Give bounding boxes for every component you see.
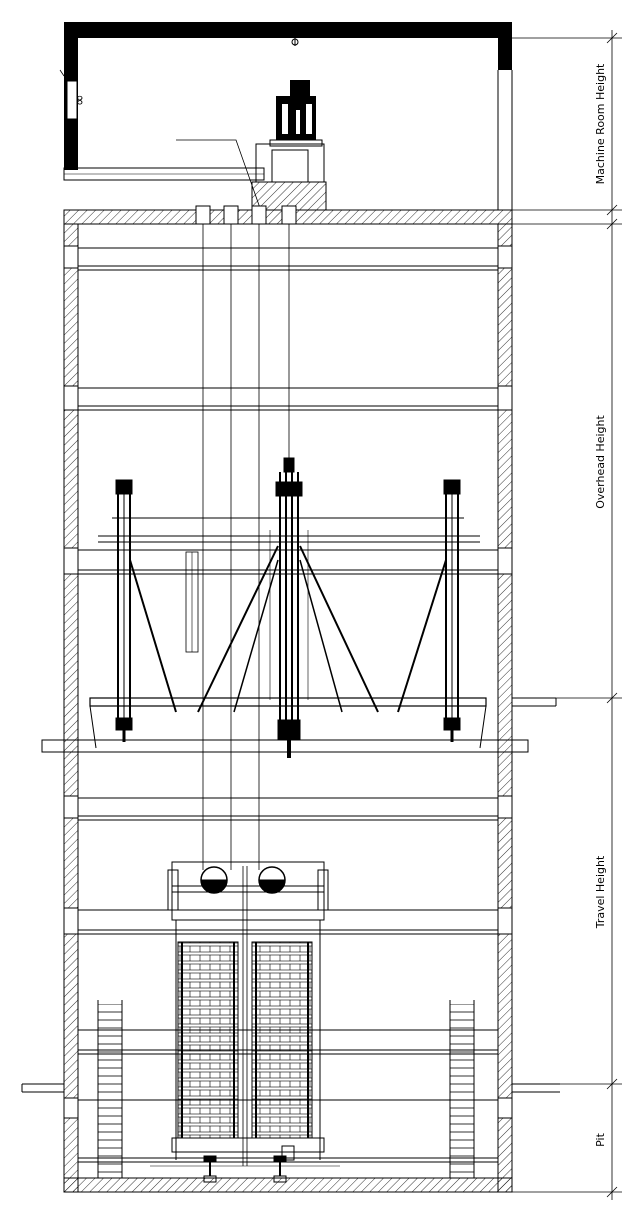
right-pit-ladder xyxy=(449,1000,475,1178)
svg-text:∞: ∞ xyxy=(72,94,88,106)
vent-icon xyxy=(67,81,77,119)
hoist-motor xyxy=(269,80,323,147)
machine-room-right-wall-top xyxy=(498,22,512,70)
right-guide-stile xyxy=(397,479,461,742)
machine-room-floor xyxy=(63,205,513,225)
machine-room-roof xyxy=(64,22,512,38)
overhead-height-label: Overhead Height xyxy=(594,415,607,509)
center-guide-stile xyxy=(197,457,379,758)
dimension-lines xyxy=(512,30,622,1200)
shaft-walls xyxy=(63,223,513,1193)
leader-line xyxy=(176,139,261,209)
machine-room-height-label: Machine Room Height xyxy=(594,63,607,184)
counterweight-assembly xyxy=(167,861,329,1166)
travel-height-label: Travel Height xyxy=(594,855,607,929)
left-guide-stile xyxy=(115,479,177,742)
left-shaft-wall xyxy=(63,223,79,1193)
pit-buffers xyxy=(150,1155,340,1183)
car-frame xyxy=(89,517,487,749)
hoist-ropes xyxy=(202,224,290,870)
machine-plinth xyxy=(251,181,327,211)
right-shaft-wall xyxy=(497,223,513,1193)
machine-room: ∞ xyxy=(59,22,513,211)
left-pit-ladder xyxy=(97,1000,123,1178)
pit-label: Pit xyxy=(594,1132,607,1146)
pit-floor xyxy=(63,1177,513,1193)
